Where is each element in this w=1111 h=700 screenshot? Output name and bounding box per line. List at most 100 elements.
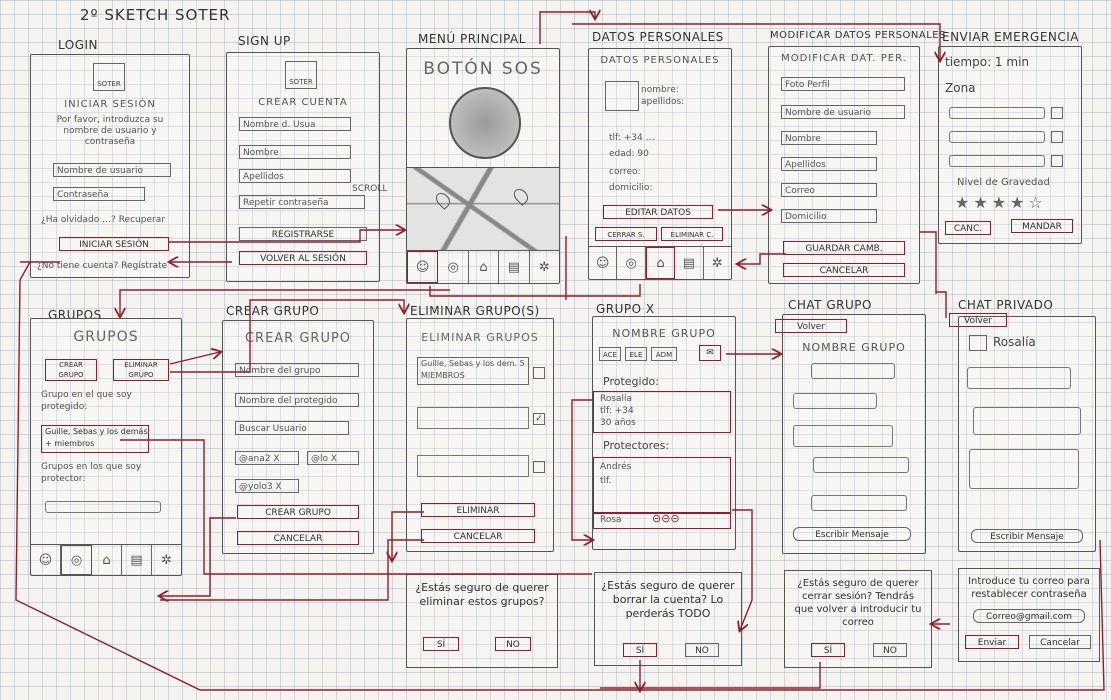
chat-bubble (973, 407, 1081, 435)
chat-back-button[interactable]: Volver (949, 313, 1007, 327)
profile-nav-icon[interactable]: ☺ (589, 247, 618, 279)
group-item[interactable]: Guille, Sebas y los demás + miembros (41, 425, 149, 453)
group-checkbox[interactable] (533, 461, 545, 473)
tab-adm[interactable]: ADM (651, 347, 677, 361)
password-field[interactable]: Contraseña (53, 187, 145, 201)
create-group-button[interactable]: CREAR GRUPO (45, 359, 97, 381)
write-message-field[interactable]: Escribir Mensaje (793, 527, 911, 541)
settings-nav-icon[interactable]: ✲ (161, 552, 172, 568)
phone-label: tlf: +34 … (609, 133, 655, 143)
protected-age: 30 años (600, 418, 636, 428)
write-message-field[interactable]: Escribir Mensaje (971, 529, 1083, 543)
user-chip[interactable]: @ana2 X (235, 451, 299, 465)
emergency-cancel-button[interactable]: CANC. (945, 221, 991, 235)
zone-checkbox[interactable] (1051, 107, 1063, 119)
home-nav-icon[interactable]: ⌂ (469, 251, 500, 283)
dialog-yes-button[interactable]: SÍ (811, 643, 845, 657)
recover-cancel-button[interactable]: Cancelar (1029, 635, 1091, 649)
recover-send-button[interactable]: Enviar (965, 635, 1019, 649)
more-options-icon[interactable]: ⊝⊝⊝ (652, 512, 680, 525)
group-name-heading: NOMBRE GRUPO (612, 327, 716, 340)
sos-button[interactable] (449, 87, 521, 159)
save-changes-button[interactable]: GUARDAR CAMB. (783, 241, 905, 255)
dialog-no-button[interactable]: NO (685, 643, 719, 657)
profile-nav-icon[interactable]: ☺ (31, 545, 61, 575)
book-nav-icon[interactable]: ▤ (675, 247, 704, 279)
cancel-modify-button[interactable]: CANCELAR (783, 263, 905, 277)
user-chip[interactable]: @yolo3 X (235, 479, 299, 493)
zone-option[interactable] (949, 155, 1045, 167)
signup-field-username[interactable]: Nombre d. Usua (239, 117, 351, 131)
login-hint: Por favor, introduzca su nombre de usuar… (56, 115, 164, 147)
group-item[interactable] (45, 501, 161, 513)
group-chat-icon[interactable]: ✉ (699, 345, 721, 361)
book-nav-icon[interactable]: ▤ (499, 251, 530, 283)
logout-button[interactable]: CERRAR S. (595, 227, 657, 241)
modify-field-photo[interactable]: Foto Perfil (781, 77, 905, 91)
group-checkbox-checked[interactable]: ✓ (533, 413, 545, 425)
delete-account-dialog: ¿Estás seguro de querer borrar la cuenta… (594, 572, 742, 666)
profile-nav-icon[interactable]: ☺ (407, 251, 439, 283)
modify-field-surname[interactable]: Apellidos (781, 157, 877, 171)
create-group-cancel-button[interactable]: CANCELAR (237, 531, 359, 545)
username-field[interactable]: Nombre de usuario (53, 163, 171, 177)
protected-card[interactable]: Rosalía tlf: +34 30 años (593, 391, 731, 433)
book-nav-icon[interactable]: ▤ (122, 545, 152, 575)
name-label: nombre: (641, 85, 679, 95)
back-to-login-button[interactable]: VOLVER AL SESIÓN (239, 251, 367, 265)
map-view[interactable] (407, 167, 559, 250)
register-button[interactable]: REGISTRARSE (239, 227, 367, 241)
modify-field-name[interactable]: Nombre (781, 131, 877, 145)
group-item[interactable]: Guille, Sebas y los dem. 5 MIEMBROS (417, 357, 529, 385)
recover-email-field[interactable]: Correo@gmail.com (973, 609, 1085, 623)
modify-field-email[interactable]: Correo (781, 183, 877, 197)
search-user-field[interactable]: Buscar Usuario (235, 421, 349, 435)
home-nav-icon[interactable]: ⌂ (645, 247, 676, 279)
groups-nav-icon[interactable]: ◎ (617, 247, 646, 279)
group-item[interactable] (417, 455, 529, 477)
recover-password-dialog: Introduce tu correo para restablecer con… (958, 568, 1100, 662)
create-group-confirm-button[interactable]: CREAR GRUPO (237, 505, 359, 519)
groups-nav-icon[interactable]: ◎ (61, 545, 92, 575)
group-item[interactable] (417, 407, 529, 429)
emergency-send-button[interactable]: MANDAR (1011, 219, 1073, 233)
zone-checkbox[interactable] (1051, 131, 1063, 143)
protector-card[interactable]: Rosa ⊝⊝⊝ (593, 512, 731, 529)
signup-field-surname[interactable]: Apellidos (239, 169, 351, 183)
dialog-no-button[interactable]: NO (873, 643, 907, 657)
group-checkbox[interactable] (533, 367, 545, 379)
delete-account-button[interactable]: ELIMINAR C. (661, 227, 723, 241)
bottom-nav: ☺ ◎ ⌂ ▤ ✲ (407, 250, 559, 283)
label-modify: MODIFICAR DATOS PERSONALES (770, 30, 946, 41)
tab-ace[interactable]: ACE (599, 347, 621, 361)
protected-name-field[interactable]: Nombre del protegido (235, 393, 359, 407)
register-link[interactable]: ¿No tiene cuenta? Regístrate (37, 261, 168, 271)
emergency-zone: Zona (945, 81, 976, 95)
zone-checkbox[interactable] (1051, 155, 1063, 167)
forgot-password-link[interactable]: ¿Ha olvidado …? Recuperar (41, 215, 165, 225)
delete-cancel-button[interactable]: CANCELAR (421, 529, 535, 543)
login-button[interactable]: INICIAR SESIÓN (59, 237, 169, 251)
chat-back-button[interactable]: Volver (775, 319, 847, 333)
delete-group-button[interactable]: ELIMINAR GRUPO (113, 359, 169, 381)
protector-card[interactable]: Andrés tlf. (593, 457, 731, 513)
modify-field-address[interactable]: Domicilio (781, 209, 877, 223)
dialog-yes-button[interactable]: SÍ (623, 643, 657, 657)
user-chip[interactable]: @lo X (307, 451, 359, 465)
tab-ele[interactable]: ELE (625, 347, 647, 361)
severity-stars[interactable]: ★★★★☆ (955, 193, 1047, 212)
dialog-yes-button[interactable]: SÍ (423, 637, 459, 651)
home-nav-icon[interactable]: ⌂ (92, 545, 122, 575)
zone-option[interactable] (949, 107, 1045, 119)
delete-confirm-button[interactable]: ELIMINAR (421, 503, 535, 517)
settings-nav-icon[interactable]: ✲ (711, 255, 723, 271)
modify-field-username[interactable]: Nombre de usuario (781, 105, 905, 119)
group-name-field[interactable]: Nombre del grupo (235, 363, 359, 377)
edit-data-button[interactable]: EDITAR DATOS (603, 205, 713, 219)
signup-field-repeat-password[interactable]: Repetir contraseña (239, 195, 365, 209)
dialog-no-button[interactable]: NO (495, 637, 531, 651)
settings-nav-icon[interactable]: ✲ (538, 259, 550, 275)
zone-option[interactable] (949, 131, 1045, 143)
signup-field-name[interactable]: Nombre (239, 145, 351, 159)
groups-nav-icon[interactable]: ◎ (438, 251, 469, 283)
